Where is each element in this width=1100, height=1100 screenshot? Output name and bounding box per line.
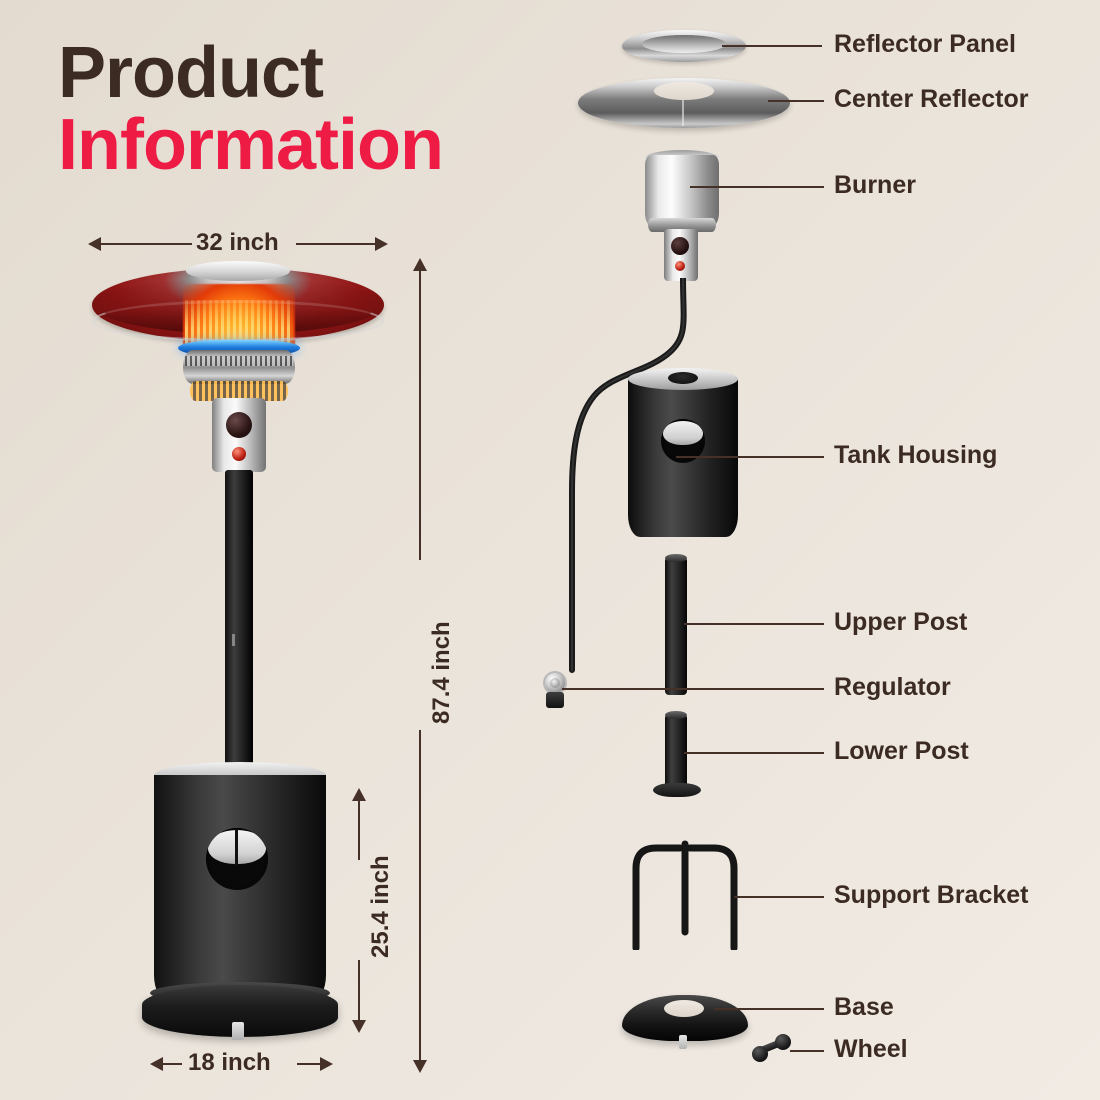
leader-line	[676, 456, 824, 458]
dim-line-lower	[358, 960, 360, 1020]
leader-line	[562, 688, 824, 690]
heater-pole	[225, 470, 253, 770]
title-line-product: Product	[58, 33, 324, 113]
dimension-label-width-top: 32 inch	[196, 229, 279, 256]
dim-line-upper	[419, 270, 421, 560]
leader-line	[684, 623, 824, 625]
part-support-bracket	[632, 840, 738, 950]
part-tank-housing-access-hole	[661, 419, 705, 463]
ignition-button	[232, 447, 246, 461]
callout-label-upper-post: Upper Post	[834, 608, 968, 636]
arrow-down-icon	[413, 1060, 427, 1073]
leader-line	[768, 100, 824, 102]
leader-line	[790, 1050, 824, 1052]
leader-line	[734, 896, 824, 898]
burner-housing-ring	[183, 350, 295, 384]
dim-line-upper	[358, 800, 360, 860]
dim-line-lower	[419, 730, 421, 1060]
leader-line	[684, 752, 824, 754]
part-lower-post-cap	[665, 711, 687, 719]
part-regulator-coupler	[546, 692, 564, 708]
leader-line	[714, 1008, 824, 1010]
page-title: Product Information	[58, 33, 578, 185]
dimension-label-height-total: 87.4 inch	[428, 621, 455, 724]
gas-hose	[569, 278, 687, 673]
part-wheel-hub-back	[775, 1034, 791, 1050]
arrow-right-icon	[375, 237, 388, 251]
part-tank-housing-top-hole	[668, 372, 698, 384]
dim-line-left	[92, 243, 192, 245]
part-burner	[645, 155, 719, 227]
arrow-left-icon	[150, 1057, 163, 1071]
callout-label-lower-post: Lower Post	[834, 737, 969, 765]
part-burner-ignition-button	[675, 261, 685, 271]
dim-line-left	[156, 1063, 182, 1065]
callout-label-regulator: Regulator	[834, 673, 951, 701]
tank-access-split	[235, 829, 238, 865]
callout-label-wheel: Wheel	[834, 1035, 908, 1063]
title-line-information: Information	[58, 104, 444, 185]
part-wheel-hub-front	[752, 1046, 768, 1062]
part-tank-access-disc	[663, 421, 703, 445]
part-regulator-dial	[550, 678, 560, 688]
part-base-tab	[679, 1035, 687, 1049]
reflector-rim	[92, 300, 384, 342]
dim-line-right	[296, 243, 384, 245]
base-wheel-tab	[232, 1022, 244, 1040]
control-knob	[226, 412, 252, 438]
part-center-reflector-hole	[654, 82, 714, 100]
part-center-reflector-seam	[682, 100, 684, 126]
dim-line-right	[297, 1063, 323, 1065]
reflector-top-cap	[186, 261, 290, 281]
leader-line	[690, 186, 824, 188]
part-burner-collar	[648, 218, 716, 232]
callout-label-support-bracket: Support Bracket	[834, 881, 1029, 909]
part-lower-post	[665, 714, 687, 792]
arrow-up-icon	[352, 788, 366, 801]
arrow-left-icon	[88, 237, 101, 251]
part-upper-post	[665, 557, 687, 695]
part-lower-post-foot	[653, 783, 701, 797]
part-burner-knob	[671, 237, 689, 255]
burner-lower-screen	[190, 381, 288, 401]
part-reflector-panel-inner	[642, 35, 726, 53]
callout-label-reflector-panel: Reflector Panel	[834, 30, 1017, 58]
tank-access-hole	[206, 828, 268, 890]
part-base-center-hole	[664, 1000, 704, 1017]
callout-label-burner: Burner	[834, 171, 916, 199]
burner-vent-slots	[185, 356, 293, 366]
callout-label-base: Base	[834, 993, 894, 1021]
callout-label-center-reflector: Center Reflector	[834, 85, 1029, 113]
dimension-label-width-base: 18 inch	[188, 1049, 271, 1076]
leader-line	[722, 45, 822, 47]
arrow-down-icon	[352, 1020, 366, 1033]
pole-seam-mark	[232, 634, 235, 646]
callout-label-tank-housing: Tank Housing	[834, 441, 998, 469]
part-upper-post-cap	[665, 554, 687, 562]
dimension-label-housing: 25.4 inch	[367, 855, 394, 958]
arrow-up-icon	[413, 258, 427, 271]
arrow-right-icon	[320, 1057, 333, 1071]
